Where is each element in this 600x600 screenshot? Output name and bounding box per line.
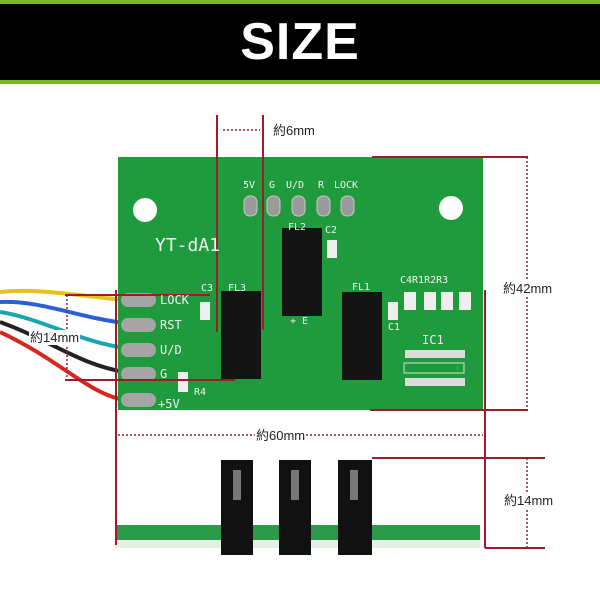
r4-label: R4 — [194, 387, 207, 398]
ic-chip — [403, 350, 465, 386]
top-pin-label: LOCK — [334, 180, 359, 191]
c2-label: C2 — [325, 225, 338, 236]
dimension-lines — [65, 115, 545, 549]
header-banner: SIZE — [0, 0, 600, 84]
side-pin-label: U/D — [160, 343, 182, 357]
width-dimension-label: 約60mm — [255, 428, 307, 443]
side-view — [115, 460, 480, 555]
side-pin-label: RST — [160, 318, 182, 332]
polarity-label: + E — [290, 316, 309, 327]
header-title: SIZE — [240, 13, 360, 71]
fl3-label: FL3 — [228, 283, 247, 294]
pin-span-dimension-label: 約14mm — [29, 330, 81, 345]
smd-parts — [178, 240, 471, 392]
mount-hole-right — [439, 196, 463, 220]
side-pin-label: G — [160, 367, 168, 381]
thickness-dimension-label: 約14mm — [503, 493, 555, 508]
mount-hole-left — [133, 198, 157, 222]
ic1-label: IC1 — [422, 333, 444, 347]
fl1-label: FL1 — [352, 282, 371, 293]
c3-label: C3 — [201, 283, 214, 294]
top-pin-label: G — [269, 180, 276, 191]
c1-label: C1 — [388, 322, 401, 333]
wires — [0, 288, 126, 402]
pitch-dimension-label: 約6mm — [272, 123, 316, 138]
side-pads — [121, 293, 156, 407]
side-pin-label: +5V — [158, 397, 180, 411]
top-pin-label: U/D — [286, 180, 305, 191]
top-pads — [243, 195, 355, 217]
fl2-label: FL2 — [288, 222, 307, 233]
optical-sensors — [221, 228, 382, 380]
c4-r1-r2-r3-label: C4R1R2R3 — [400, 275, 449, 286]
top-pin-label: 5V — [243, 180, 256, 191]
height-dimension-label: 約42mm — [502, 281, 554, 296]
board-model: YT-dA1 — [155, 235, 221, 256]
top-pin-label: R — [318, 180, 325, 191]
side-pin-label: LOCK — [160, 293, 189, 307]
